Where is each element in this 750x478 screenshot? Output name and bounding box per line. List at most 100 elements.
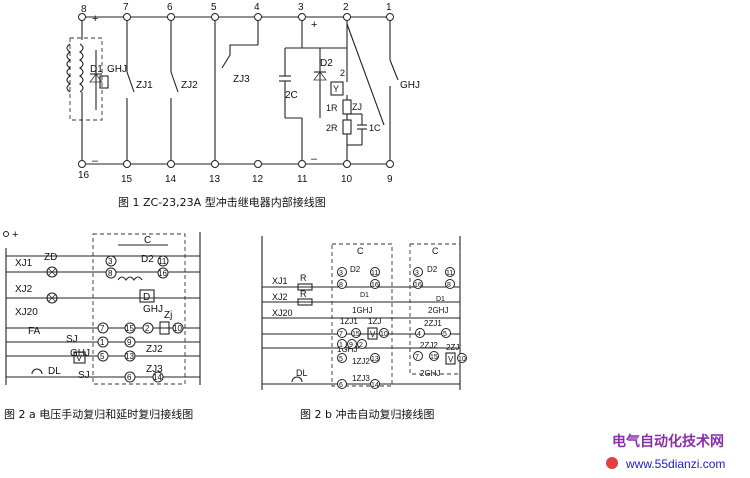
plus-left: + bbox=[92, 13, 98, 25]
pin-2b-l-16: 16 bbox=[371, 282, 379, 289]
pin-2b-r-3: 3 bbox=[415, 270, 419, 277]
label-c-2b-1: C bbox=[357, 246, 364, 256]
label-1ghj-top: 1GHJ bbox=[352, 306, 372, 315]
figure-1-caption: 图 1 ZC-23,23A 型冲击继电器内部接线图 bbox=[118, 195, 326, 209]
pin-2a-14: 14 bbox=[153, 373, 162, 382]
pin-2b-l-1: 1 bbox=[339, 342, 343, 349]
label-d2-2a: D2 bbox=[141, 254, 154, 265]
pin-2b-l-5: 5 bbox=[339, 356, 343, 363]
watermark: 电气自动化技术网 www.55dianzi.com bbox=[606, 433, 725, 471]
label-v-2a: V bbox=[76, 353, 82, 363]
pin-2a-13: 13 bbox=[125, 352, 134, 361]
label-c-2a: C bbox=[144, 235, 151, 246]
label-sj-bottom: SJ bbox=[78, 370, 90, 381]
pin-2b-l-9: 9 bbox=[349, 342, 353, 349]
label-sj-top: SJ bbox=[66, 334, 78, 345]
label-1zj3: 1ZJ3 bbox=[352, 374, 370, 383]
terminal-13: 13 bbox=[209, 174, 221, 185]
label-2zj: 2ZJ bbox=[446, 343, 459, 352]
label-v-2b-1: V bbox=[370, 330, 376, 339]
label-r1-2b: R bbox=[300, 273, 307, 283]
pin-2b-l-3: 3 bbox=[339, 270, 343, 277]
label-xj2-2b: XJ2 bbox=[272, 292, 288, 302]
pin-2b-l-15: 15 bbox=[352, 331, 360, 338]
label-v-2b-2: V bbox=[448, 355, 454, 364]
pin-2a-9: 9 bbox=[127, 338, 132, 347]
pin-2b-l-11: 11 bbox=[371, 270, 378, 277]
pin-2a-8: 8 bbox=[108, 269, 113, 278]
pin-2b-l-13: 13 bbox=[371, 356, 379, 363]
pin-2a-2: 2 bbox=[145, 324, 150, 333]
pin-2a-15: 15 bbox=[125, 324, 134, 333]
pin-2b-r-11: 11 bbox=[446, 270, 453, 277]
figure-1: D1 GHJ 8 + 16 – 7 6 5 4 3 2 1 15 14 13 1… bbox=[66, 2, 420, 209]
watermark-logo-icon bbox=[606, 457, 618, 469]
label-ghj-left: GHJ bbox=[107, 64, 127, 75]
label-2ghj-bottom: 2GHJ bbox=[420, 369, 440, 378]
label-zj1: ZJ1 bbox=[136, 80, 153, 91]
terminal-9: 9 bbox=[387, 174, 393, 185]
pin-2b-l-14: 14 bbox=[371, 382, 379, 389]
terminal-11: 11 bbox=[297, 174, 308, 185]
terminal-14: 14 bbox=[165, 174, 177, 185]
label-d1: D1 bbox=[90, 64, 103, 75]
label-ghj-right: GHJ bbox=[400, 80, 420, 91]
pin-2a-6: 6 bbox=[127, 373, 132, 382]
terminal-3: 3 bbox=[298, 2, 304, 13]
label-1ghj-bottom: 1GHJ bbox=[337, 345, 357, 354]
pin-2a-3: 3 bbox=[108, 257, 113, 266]
label-zd: ZD bbox=[44, 252, 57, 263]
label-1zj: 1ZJ bbox=[368, 317, 381, 326]
plus-mid: + bbox=[311, 19, 317, 31]
label-zj2-2a: ZJ2 bbox=[146, 344, 163, 355]
terminal-1: 1 bbox=[386, 2, 392, 13]
plus-2a: + bbox=[12, 229, 18, 241]
label-zj3: ZJ3 bbox=[233, 74, 250, 85]
pin-2a-10: 10 bbox=[173, 324, 182, 333]
label-xj1-2a: XJ1 bbox=[15, 258, 33, 269]
label-2c: 2C bbox=[285, 90, 298, 101]
label-dl-2b: DL bbox=[296, 368, 308, 378]
terminal-2: 2 bbox=[343, 2, 349, 13]
watermark-title: 电气自动化技术网 bbox=[612, 433, 724, 450]
label-fa: FA bbox=[28, 326, 41, 337]
label-num2: 2 bbox=[340, 68, 345, 78]
label-d2-2b-2: D2 bbox=[427, 265, 438, 274]
label-d-2a: D bbox=[143, 292, 150, 303]
figure-2b-caption: 图 2 b 冲击自动复归接线图 bbox=[300, 407, 434, 421]
label-r2-2b: R bbox=[300, 289, 307, 299]
terminal-7: 7 bbox=[123, 2, 129, 13]
pin-2a-1: 1 bbox=[100, 338, 105, 347]
label-1c: 1C bbox=[369, 123, 381, 133]
label-zj: ZJ bbox=[352, 102, 362, 112]
label-2zj1: 2ZJ1 bbox=[424, 319, 442, 328]
label-ghj-2a: GHJ bbox=[70, 348, 90, 359]
terminal-4: 4 bbox=[254, 2, 260, 13]
pin-2a-7: 7 bbox=[100, 324, 105, 333]
figure-2a-caption: 图 2 a 电压手动复归和延时复归接线图 bbox=[4, 407, 193, 421]
label-xj1-2b: XJ1 bbox=[272, 276, 288, 286]
pin-2b-l-8: 8 bbox=[339, 282, 343, 289]
label-d1-2b-1: D1 bbox=[360, 292, 369, 299]
label-2zj2: 2ZJ2 bbox=[420, 341, 438, 350]
terminal-8: 8 bbox=[81, 4, 87, 15]
terminal-5: 5 bbox=[211, 2, 217, 13]
pin-2b-r-5: 5 bbox=[443, 331, 447, 338]
terminal-10: 10 bbox=[341, 174, 353, 185]
terminal-15: 15 bbox=[121, 174, 133, 185]
label-c-2b-2: C bbox=[432, 246, 439, 256]
terminal-16: 16 bbox=[78, 170, 90, 181]
figure-2a: + XJ1 ZD XJ2 XJ20 FA SJ GHJ V SJ DL C bbox=[3, 229, 201, 421]
pin-2b-r-7: 7 bbox=[415, 354, 419, 361]
label-1zj2: 1ZJ2 bbox=[352, 357, 370, 366]
pin-2b-r-16: 16 bbox=[414, 282, 422, 289]
pin-2a-11: 11 bbox=[158, 257, 167, 266]
minus-left: – bbox=[92, 155, 99, 167]
label-zj2: ZJ2 bbox=[181, 80, 198, 91]
label-xj20-2b: XJ20 bbox=[272, 308, 293, 318]
label-1zj1: 1ZJ1 bbox=[340, 317, 358, 326]
pin-2a-5: 5 bbox=[100, 352, 105, 361]
pin-2b-r-8: 8 bbox=[447, 282, 451, 289]
label-d1-2b-2: D1 bbox=[436, 296, 445, 303]
label-zj-2a: Zj bbox=[164, 310, 172, 321]
